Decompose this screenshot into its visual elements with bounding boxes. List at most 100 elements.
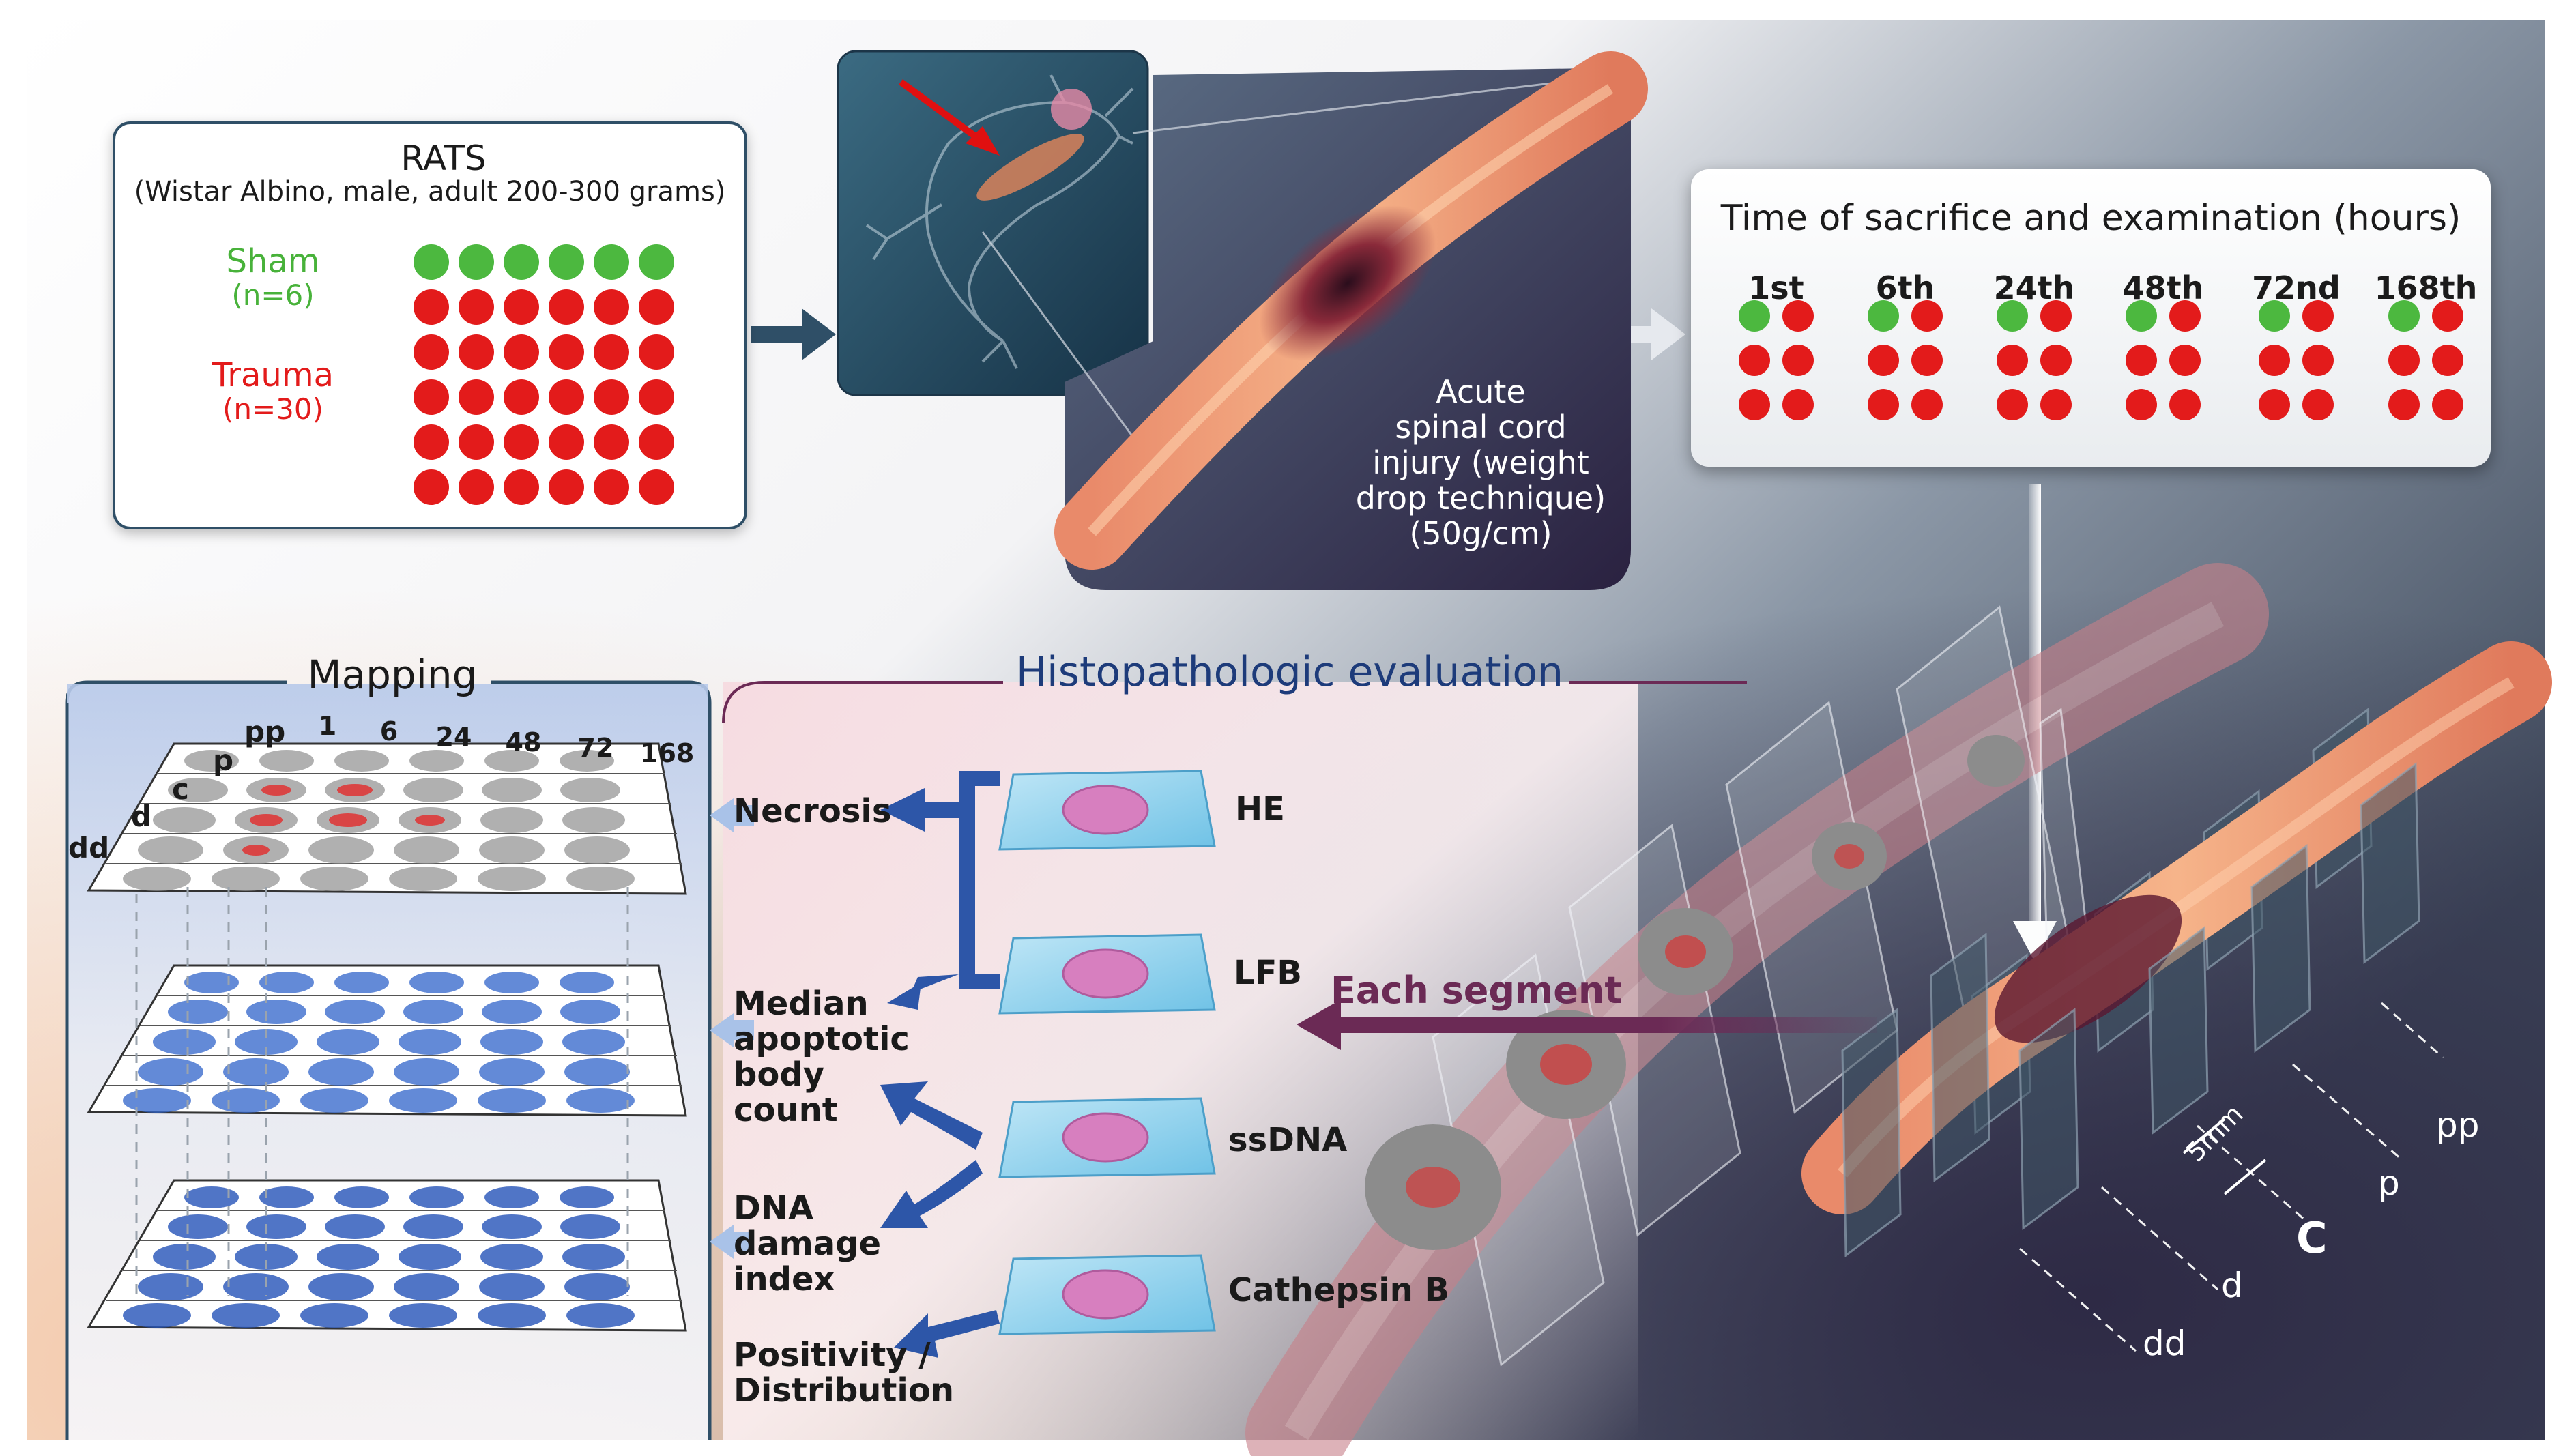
rats-panel [113,121,747,529]
stain-lfb: LFB [1234,954,1302,992]
outcome-apoptotic-line-3: body [734,1055,824,1094]
trauma-rat-dot [459,334,494,370]
trauma-rat-dot [2040,345,2072,376]
trauma-rat-dot [1782,300,1814,332]
rats-title: RATS [401,139,487,178]
mapping-column-label: 72 [577,733,614,763]
trauma-label: Trauma [212,356,334,394]
trauma-rat-dot [414,289,449,325]
rats-dot-grid [414,244,676,506]
outcome-positivity-line-2: Distribution [734,1371,955,1410]
outcome-apoptotic: Median apoptotic body count [734,986,910,1128]
trauma-rat-dot [639,469,674,505]
trauma-n: (n=30) [222,392,324,426]
time-dot-group [1868,300,1944,422]
trauma-rat-dot [2126,345,2157,376]
segment-label-dd: dd [2143,1324,2186,1363]
trauma-rat-dot [504,289,539,325]
trauma-rat-dot [2432,389,2463,420]
stain-cathepsin-b: Cathepsin B [1228,1271,1450,1309]
injury-caption: Acute spinal cord injury (weight drop te… [1337,374,1624,551]
mapping-row-label: c [172,772,189,806]
trauma-rat-dot [2259,389,2290,420]
trauma-rat-dot [594,334,629,370]
each-segment-label: Each segment [1331,969,1623,1012]
trauma-rat-dot [2040,300,2072,332]
trauma-rat-dot [549,334,584,370]
sham-rat-dot [1997,300,2028,332]
trauma-rat-dot [2302,389,2334,420]
trauma-rat-dot [549,379,584,415]
time-dot-group [2259,300,2335,422]
trauma-rat-dot [504,334,539,370]
stain-he: HE [1235,790,1285,828]
trauma-rat-dot [549,469,584,505]
mapping-column-label: 48 [505,727,542,757]
trauma-rat-dot [1911,389,1943,420]
trauma-rat-dot [639,379,674,415]
outcome-apoptotic-line-4: count [734,1091,838,1129]
trauma-rat-dot [639,334,674,370]
injury-line-1: Acute [1436,373,1526,410]
trauma-rat-dot [1868,345,1899,376]
trauma-rat-dot [2126,389,2157,420]
sham-rat-dot [504,244,539,280]
trauma-rat-dot [2259,345,2290,376]
sham-rat-dot [414,244,449,280]
sacrifice-time-panel [1691,169,2491,467]
sham-rat-dot [2126,300,2157,332]
trauma-rat-dot [1997,389,2028,420]
trauma-rat-dot [639,424,674,460]
injury-line-2: spinal cord [1395,409,1567,446]
outcome-apoptotic-line-2: apoptotic [734,1020,910,1058]
trauma-rat-dot [594,424,629,460]
trauma-rat-dot [504,379,539,415]
trauma-rat-dot [414,379,449,415]
rats-subtitle: (Wistar Albino, male, adult 200-300 gram… [134,176,726,207]
trauma-rat-dot [1911,300,1943,332]
injury-line-5: (50g/cm) [1409,515,1552,552]
mapping-row-label: p [213,744,234,777]
sham-rat-dot [549,244,584,280]
injury-line-4: drop technique) [1355,480,1606,516]
mapping-column-label: 6 [379,716,399,746]
segment-label-d: d [2221,1266,2243,1305]
trauma-rat-dot [2388,345,2420,376]
outcome-apoptotic-line-1: Median [734,985,869,1023]
trauma-rat-dot [594,289,629,325]
trauma-rat-dot [1782,389,1814,420]
time-dot-group [1997,300,2073,422]
trauma-rat-dot [2169,300,2201,332]
sham-rat-dot [1739,300,1770,332]
outcome-positivity: Positivity / Distribution [734,1337,954,1408]
time-dot-group [2126,300,2202,422]
trauma-rat-dot [594,379,629,415]
trauma-rat-dot [459,289,494,325]
trauma-rat-dot [2040,389,2072,420]
trauma-rat-dot [459,424,494,460]
trauma-rat-dot [504,424,539,460]
stain-slides [998,770,1216,1335]
trauma-rat-dot [459,379,494,415]
outcome-dna-line-1: DNA [734,1189,814,1227]
trauma-rat-dot [1911,345,1943,376]
segment-label-c: C [2296,1213,2328,1263]
trauma-rat-dot [1782,345,1814,376]
time-label: 168th [2374,270,2478,306]
time-dot-group [2388,300,2465,422]
sacrifice-time-title: Time of sacrifice and examination (hours… [1720,198,2461,239]
sham-label: Sham [226,242,320,280]
trauma-rat-dot [2302,300,2334,332]
mapping-row-label: pp [244,715,286,748]
time-label: 72nd [2252,270,2341,306]
sham-rat-dot [459,244,494,280]
trauma-rat-dot [504,469,539,505]
trauma-rat-dot [2432,345,2463,376]
sham-rat-dot [1868,300,1899,332]
mapping-plates [87,742,687,1332]
mapping-row-label: d [131,800,152,833]
outcome-necrosis: Necrosis [734,792,892,830]
mapping-column-label: 24 [435,722,472,752]
trauma-rat-dot [459,469,494,505]
